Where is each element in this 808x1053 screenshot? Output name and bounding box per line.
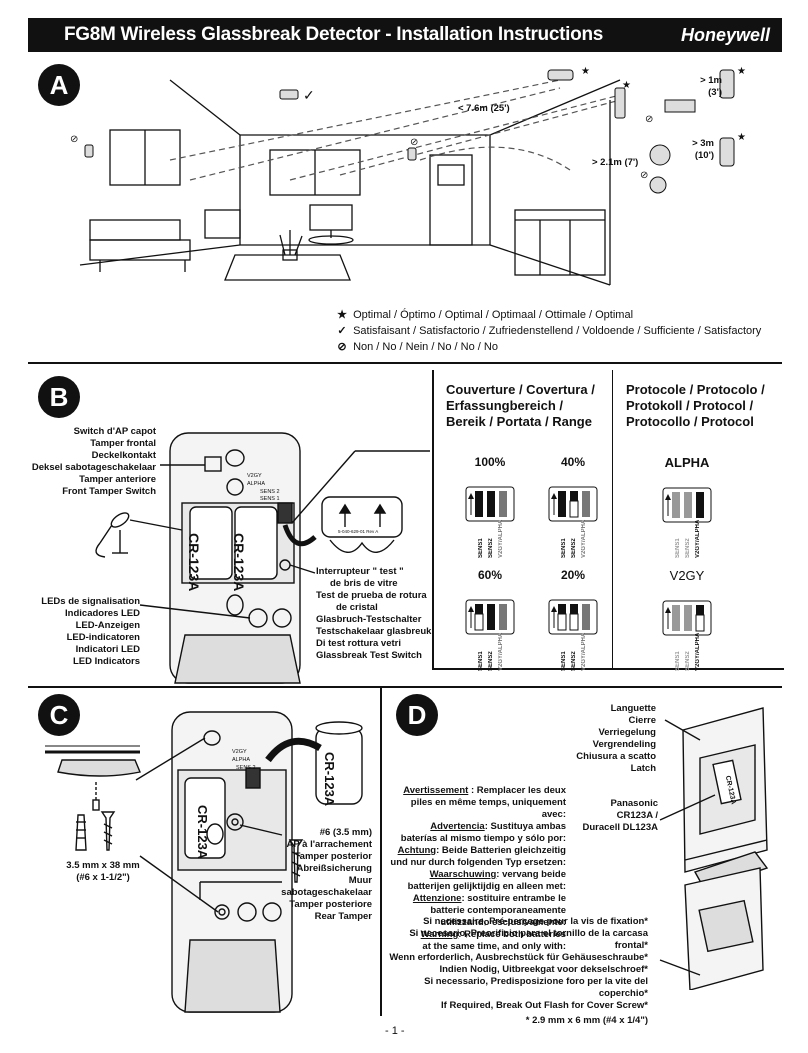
alpha-small-label: ALPHA [247,481,265,487]
c-sens2-label: SENS 2 [236,765,256,771]
svg-text:★: ★ [737,132,746,143]
coverage-title: Couverture / Covertura / Erfassungbereic… [446,382,595,429]
section-a-badge: A [38,64,80,106]
dip-switch-40: 40% [548,455,598,544]
section-b-badge: B [38,376,80,418]
distance-3m-ft-label: (10') [694,150,714,161]
battery-warnings: Avertissement : Remplacer les deux piles… [390,785,566,952]
latch-labels: Languette Cierre Verriegelung Vergrendel… [576,703,656,774]
dip-switch-alpha: ALPHA [662,455,712,545]
svg-text:⊘: ⊘ [70,134,78,145]
sens1-small-label: SENS 1 [260,496,280,502]
battery-model-labels: Panasonic CR123A / Duracell DL123A [582,798,658,833]
detector-open-illustration: CR-123A CR-123A V2GY ALPHA SENS 2 SENS 1… [95,432,430,684]
brand-logo: Honeywell [680,25,770,45]
svg-text:★: ★ [581,66,590,77]
distance-1m-ft-label: (3') [708,87,722,98]
header-bar: FG8M Wireless Glassbreak Detector - Inst… [28,18,782,52]
distance-3m-label: > 3m [692,138,714,149]
sens2-small-label: SENS 2 [260,489,280,495]
document-title: FG8M Wireless Glassbreak Detector - Inst… [64,24,604,45]
protocol-title: Protocole / Protocolo / Protokoll / Prot… [626,382,765,429]
section-c-badge: C [38,694,80,736]
divider-b-cd [28,686,782,688]
led-labels: LEDs de signalisation Indicadores LED LE… [41,596,140,667]
settings-panel [432,370,784,670]
battery-label-1: CR-123A [186,533,202,591]
divider-c-d [380,686,382,1016]
svg-text:⊘: ⊘ [645,114,653,125]
cover-open-illustration: CR-123A [659,707,769,990]
c-battery-label: CR-123A [322,752,337,807]
placement-legend: ★ Optimal / Óptimo / Optimal / Optimaal … [334,307,761,355]
c-alpha-label: ALPHA [232,757,250,763]
front-tamper-labels: Switch d'AP capot Tamper frontal Deckelk… [31,426,156,497]
label-code: 5-040-629-01 Rev A [338,529,378,534]
distance-1m-label: > 1m [700,75,722,86]
battery-label-2: CR-123A [231,533,247,591]
c-battery-holder-label: CR-123A [195,805,210,860]
rear-tamper-illustration: CR-123A CR-123A V2GY ALPHA SENS 2 [45,711,363,1013]
c-v2gy-label: V2GY [232,749,247,755]
svg-text:★: ★ [622,80,631,91]
screw-size-label: 3.5 mm x 38 mm (#6 x 1-1/2") [66,860,140,883]
legend-satisfactory: ✓ Satisfaisant / Satisfactorio / Zufried… [334,323,761,339]
distance-max-label: < 7.6m (25') [458,103,510,114]
legend-no: ⊘ Non / No / Nein / No / No / No [334,339,761,355]
rear-tamper-labels: #6 (3.5 mm) AP à l'arrachement Tamper po… [281,827,372,922]
section-d-badge: D [396,694,438,736]
svg-text:✓: ✓ [303,87,315,103]
legend-optimal: ★ Optimal / Óptimo / Optimal / Optimaal … [334,307,761,323]
svg-text:⊘: ⊘ [640,170,648,181]
divider-a-b [28,362,782,364]
svg-text:★: ★ [737,66,746,77]
dip-switch-60: 60% [465,568,515,657]
dip-switch-20: 20% [548,568,598,657]
distance-height-label: > 2.1m (7') [592,157,639,168]
star-icon: ★ [337,309,347,321]
cover-screw-labels: Si necessaire, Pré-perçage pour la vis d… [389,916,648,1026]
check-icon: ✓ [337,325,347,337]
settings-panel-divider [612,370,613,668]
room-illustration: ★ ★ ★ ★ ✓ ⊘ ⊘ ⊘ ⊘ [70,66,746,286]
dip-switch-v2gy: V2GY [662,568,712,658]
v2gy-small-label: V2GY [247,473,262,479]
dip-switch-100: 100% [465,455,515,544]
test-switch-labels: Interrupteur " test " de bris de vitre T… [316,566,432,661]
no-icon: ⊘ [337,341,347,353]
svg-text:⊘: ⊘ [410,137,418,148]
page-number: - 1 - [385,1025,405,1037]
